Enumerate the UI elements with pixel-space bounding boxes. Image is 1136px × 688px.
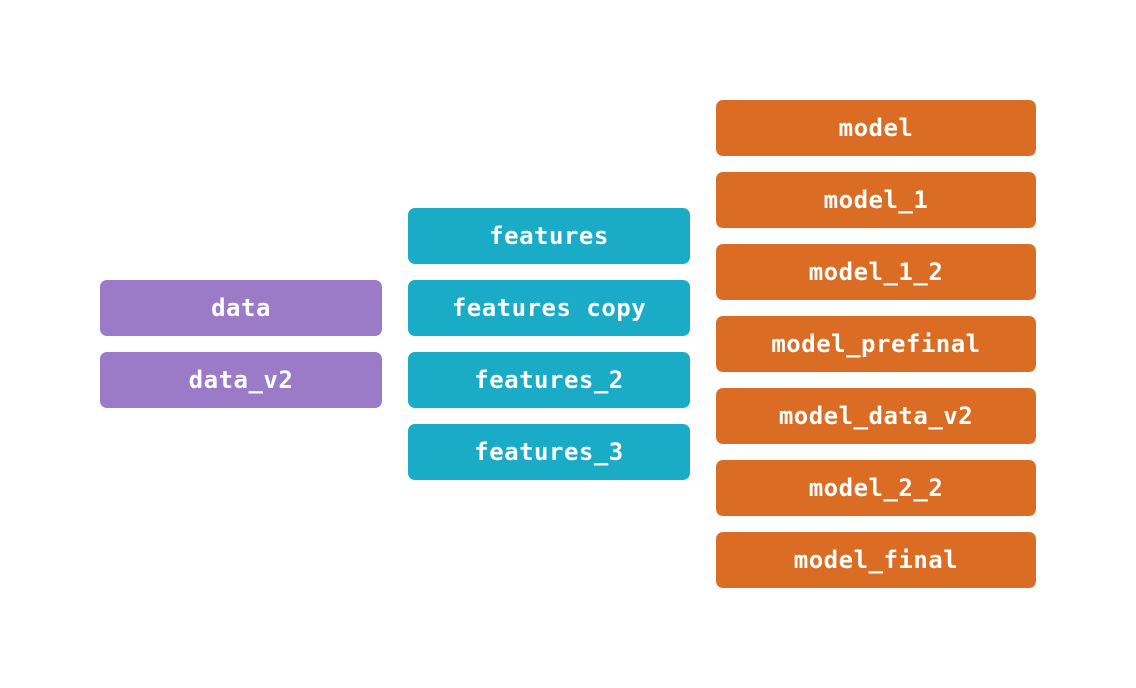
node-label: model_1 [823,186,929,214]
node-label: features copy [451,294,647,322]
node-data-v2[interactable]: data_v2 [100,352,382,408]
node-column-model: model model_1 model_1_2 model_prefinal m… [716,100,1036,588]
node-label: data_v2 [188,366,294,394]
node-model-data-v2[interactable]: model_data_v2 [716,388,1036,444]
node-model-1-2[interactable]: model_1_2 [716,244,1036,300]
node-label: features_3 [474,438,624,466]
node-column-data: data data_v2 [100,280,382,408]
node-label: model_1_2 [808,258,944,286]
node-features-3[interactable]: features_3 [408,424,690,480]
node-model-1[interactable]: model_1 [716,172,1036,228]
node-label: model_2_2 [808,474,944,502]
node-label: model_data_v2 [778,402,974,430]
node-model[interactable]: model [716,100,1036,156]
node-model-2-2[interactable]: model_2_2 [716,460,1036,516]
node-data[interactable]: data [100,280,382,336]
node-features[interactable]: features [408,208,690,264]
node-label: features_2 [474,366,624,394]
node-features-copy[interactable]: features copy [408,280,690,336]
node-features-2[interactable]: features_2 [408,352,690,408]
node-label: model [838,114,914,142]
node-label: features [489,222,609,250]
node-column-features: features features copy features_2 featur… [408,208,690,480]
node-model-final[interactable]: model_final [716,532,1036,588]
node-model-prefinal[interactable]: model_prefinal [716,316,1036,372]
node-label: data [211,294,271,322]
node-label: model_final [793,546,959,574]
node-label: model_prefinal [771,330,981,358]
